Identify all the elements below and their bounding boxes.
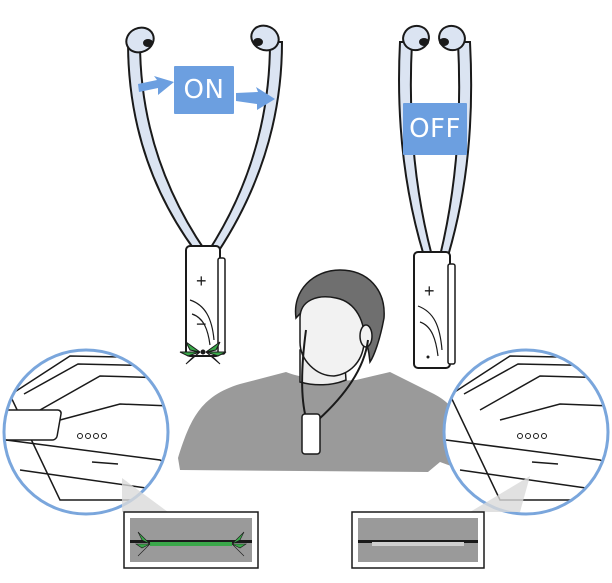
headset-left: + − — [125, 24, 284, 365]
led-flash-icon — [179, 341, 227, 365]
headset-right-body: + — [413, 251, 456, 369]
charger-indicator-zoom-right — [351, 511, 485, 569]
charger-detail-right — [351, 348, 610, 569]
headset-left-earpiece-left — [125, 26, 155, 54]
person-wearing-headset — [178, 269, 465, 472]
headset-left-minus-button[interactable]: − — [196, 314, 207, 334]
headset-right: + — [398, 24, 473, 369]
magnifier-ring-right — [442, 348, 610, 516]
off-label: OFF — [403, 103, 467, 155]
headset-right-earpiece-right — [438, 24, 466, 52]
person-shirt — [178, 372, 465, 472]
person-ear — [359, 324, 373, 348]
headset-left-body: + − — [185, 245, 226, 357]
magnifier-pointer-right — [470, 476, 530, 512]
arrow-left-icon — [138, 76, 174, 95]
magnifier-ring-left — [2, 348, 170, 516]
headset-right-earpiece-left — [402, 24, 430, 52]
person-headset-cord — [301, 329, 369, 421]
headset-right-plus-button[interactable]: + — [424, 281, 435, 301]
headset-left-plus-button[interactable]: + — [196, 271, 207, 291]
on-label: ON — [174, 66, 234, 114]
headset-left-earpiece-right — [250, 24, 280, 52]
magnifier-pointer-left — [122, 478, 168, 512]
charger-led-unlit — [372, 542, 464, 546]
person-headset-body — [301, 413, 321, 455]
charger-detail-left — [2, 348, 259, 569]
charger-led-green — [150, 542, 232, 546]
charger-indicator-zoom-left — [123, 511, 259, 569]
person-face — [299, 296, 365, 377]
arrow-right-icon — [236, 87, 275, 110]
